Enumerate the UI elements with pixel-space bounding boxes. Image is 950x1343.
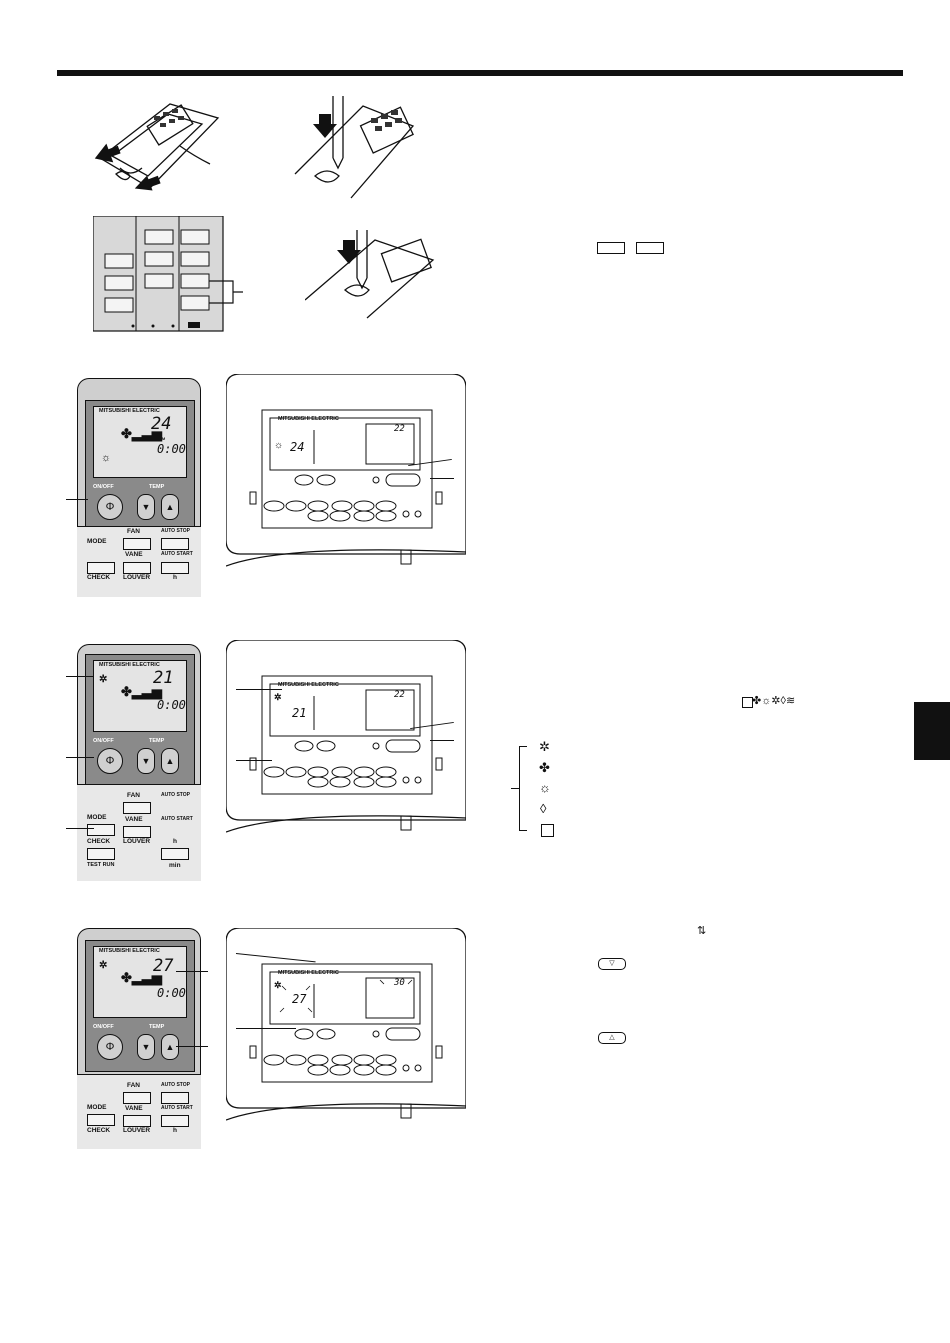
wireless-remote-1: MITSUBISHI ELECTRIC 24 0:00 AM ☼ ✤▂▃▅ ON… [77,378,201,597]
mode-button[interactable] [87,824,115,836]
room-temp-display: 30 [394,978,405,988]
key-box-2 [636,242,664,254]
mode-icon-strip: ✤☼✲◊≋ [752,695,796,707]
remote-temp-display: 21 [153,668,174,688]
on-off-label: ON/OFF [93,484,114,490]
brand-logo: MITSUBISHI ELECTRIC [278,416,339,422]
hour-button[interactable] [161,848,189,860]
vane-button[interactable] [123,562,151,574]
vane-button[interactable] [123,1115,151,1127]
set-temp-display: 21 [292,706,307,720]
set-temp-display: 27 [292,992,307,1006]
fan-speed-icon: ✤▂▃▅ [121,684,162,699]
remote-time-display: 0:00 [157,442,186,456]
temp-down-button[interactable]: ▼ [137,494,155,520]
temp-icon: ⇅ [697,925,707,937]
heat-icon: ☼ [539,780,551,795]
callout-line [176,1046,208,1047]
heat-icon: ☼ [274,440,284,451]
remote-button-panel-illustration [93,216,258,332]
remote-temp-display: 27 [153,956,174,976]
callout-line [176,971,208,972]
on-off-button[interactable]: Φ [97,1034,123,1060]
wired-controller-3: MITSUBISHI ELECTRIC ✲ 27 30 [226,928,466,1128]
temp-up-button[interactable]: ▲ [161,494,179,520]
cool-icon: ✲ [99,960,108,971]
auto-start-button[interactable] [161,562,189,574]
callout-line [66,676,94,677]
set-temp-display: 24 [290,440,305,454]
temp-label: TEMP [149,484,165,490]
fan-icon: ✤ [539,760,550,775]
fan-speed-icon: ✤▂▃▅ [121,970,162,985]
cool-icon: ✲ [274,980,282,990]
fan-button[interactable] [123,802,151,814]
callout-line [430,740,454,741]
auto-start-button[interactable] [161,1115,189,1127]
on-off-button[interactable]: Φ [97,494,123,520]
callout-line [66,828,94,829]
wireless-remote-3: MITSUBISHI ELECTRIC ✲ 27 0:00 ✤▂▃▅ ON/OF… [77,928,201,1149]
room-temp-display: 22 [394,424,405,434]
reset-press-illustration-2 [305,230,435,320]
wired-controller-2: MITSUBISHI ELECTRIC ✲ 21 22 [226,640,466,840]
header-rule [57,70,903,76]
wireless-remote-2: MITSUBISHI ELECTRIC ✲ 21 0:00 ✤▂▃▅ ON/OF… [77,644,201,881]
heat-icon: ☼ [101,452,112,464]
temp-up-button[interactable]: ▲ [161,1034,179,1060]
key-box-1 [597,242,625,254]
auto-stop-button[interactable] [161,1092,189,1104]
temp-up-key: △ [598,1032,626,1044]
temp-up-button[interactable]: ▲ [161,748,179,774]
cool-icon: ✲ [99,674,108,685]
legend-bracket [519,746,520,830]
auto-mode-box [742,697,753,708]
callout-line [430,478,454,479]
remote-temp-display: 24 [151,414,172,434]
battery-cover-illustration [90,96,220,201]
vane-button[interactable] [123,826,151,838]
check-button[interactable] [87,848,115,860]
remote-time-display: 0:00 [157,986,186,1000]
remote-time-display: 0:00 [157,698,186,712]
callout-line [66,757,94,758]
fan-button[interactable] [123,538,151,550]
on-off-button[interactable]: Φ [97,748,123,774]
auto-icon [541,824,554,837]
dry-icon: ◊ [540,801,547,816]
callout-line [236,1028,296,1029]
mode-button[interactable] [87,562,115,574]
wired-controller-1: MITSUBISHI ELECTRIC 24 22 ☼ [226,374,466,574]
temp-down-button[interactable]: ▼ [137,1034,155,1060]
mode-button[interactable] [87,1114,115,1126]
cool-icon: ✲ [539,739,550,754]
callout-line [236,760,272,761]
callout-line [236,689,282,690]
fan-button[interactable] [123,1092,151,1104]
cool-icon: ✲ [274,692,282,702]
auto-stop-button[interactable] [161,538,189,550]
fan-speed-icon: ✤▂▃▅ [121,426,162,441]
brand-logo: MITSUBISHI ELECTRIC [99,408,160,414]
reset-press-illustration [285,96,415,201]
temp-down-button[interactable]: ▼ [137,748,155,774]
callout-line [66,499,88,500]
room-temp-display: 22 [394,690,405,700]
temp-down-key: ▽ [598,958,626,970]
section-tab [914,702,950,760]
